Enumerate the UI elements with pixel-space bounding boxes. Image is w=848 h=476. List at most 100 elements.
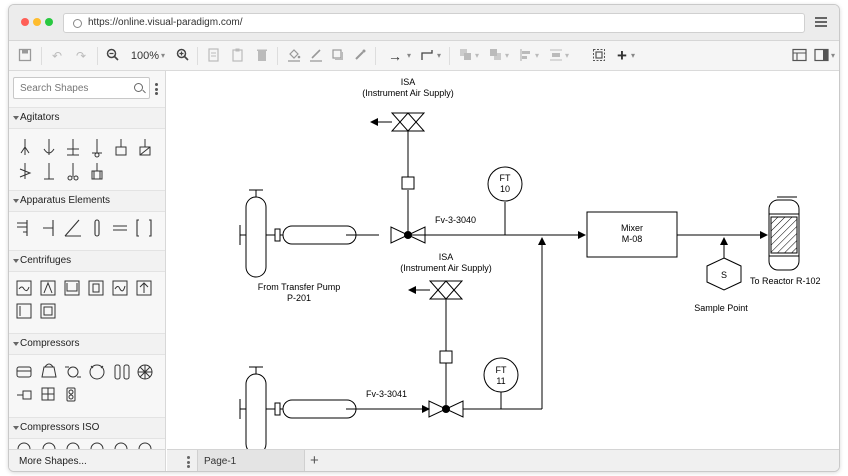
save-icon[interactable] (17, 48, 33, 64)
panel-toggle-icon[interactable] (813, 48, 829, 64)
apparatus-shape-2 (43, 220, 54, 236)
collapse-arrow-icon (13, 259, 19, 263)
insert-icon[interactable]: + (617, 46, 627, 65)
compressor-shape-4 (89, 364, 105, 380)
reload-icon[interactable] (73, 19, 82, 28)
agitator-shape-8 (44, 163, 54, 180)
toolbar: ↶ ↷ 100% ▾ (9, 41, 839, 71)
ft-top-tag: FT (500, 173, 511, 183)
close-window-button[interactable] (21, 18, 29, 26)
browser-bar: https://online.visual-paradigm.com/ (9, 5, 839, 41)
transfer-pump-vessel-1[interactable] (239, 189, 281, 278)
apparatus-shape-5 (113, 225, 127, 231)
isa-air-valve-mid[interactable] (408, 280, 464, 405)
to-back-dropdown-icon[interactable]: ▾ (504, 51, 509, 60)
section-header-apparatus-elements[interactable]: Apparatus Elements (9, 190, 165, 212)
waypoint-dropdown-icon[interactable]: ▾ (436, 51, 441, 60)
control-valve-fv-3-3040[interactable] (390, 131, 426, 244)
add-page-icon[interactable]: + (310, 452, 319, 469)
format-panel-icon[interactable] (791, 48, 807, 64)
section-label: Apparatus Elements (20, 195, 111, 206)
flow-transmitter-ft-10[interactable] (487, 166, 523, 235)
agitator-shape-1 (20, 139, 30, 155)
zoom-dropdown-icon[interactable]: ▾ (160, 51, 165, 60)
maximize-window-button[interactable] (45, 18, 53, 26)
distribute-icon[interactable] (549, 48, 563, 64)
diagram-canvas[interactable]: ISA (Instrument Air Supply) Fv-3-3040 FT… (167, 71, 839, 449)
connector-elbow-icon[interactable] (419, 48, 435, 64)
app-window: https://online.visual-paradigm.com/ ↶ ↷ … (8, 4, 840, 472)
search-shapes-input[interactable] (20, 81, 130, 95)
apparatus-shape-3 (64, 219, 81, 237)
search-shapes-box (13, 77, 150, 99)
isa-air-valve-top[interactable] (370, 112, 426, 132)
connector-straight-icon[interactable]: → (388, 48, 402, 64)
isa-top-subtitle: (Instrument Air Supply) (362, 88, 454, 98)
panel-dropdown-icon[interactable]: ▾ (830, 51, 835, 60)
mixer-m-08[interactable] (586, 211, 678, 258)
flow-transmitter-ft-11[interactable] (483, 357, 519, 409)
to-back-icon[interactable] (489, 48, 503, 64)
insert-dropdown-icon[interactable]: ▾ (630, 51, 635, 60)
reactor-label: To Reactor R-102 (750, 276, 821, 286)
distribute-dropdown-icon[interactable]: ▾ (564, 51, 569, 60)
control-valve-fv-3-3041[interactable] (428, 400, 464, 418)
minimize-window-button[interactable] (33, 18, 41, 26)
compressor-shape-2 (41, 363, 57, 378)
valve-bottom-label: Fv-3-3041 (366, 389, 407, 399)
horizontal-tank-1[interactable] (280, 225, 357, 245)
url-text: https://online.visual-paradigm.com/ (88, 17, 243, 28)
ft-top-number: 10 (500, 184, 510, 194)
section-header-compressors-iso[interactable]: Compressors ISO (9, 417, 165, 439)
sample-point[interactable] (706, 237, 742, 291)
section-header-agitators[interactable]: Agitators (9, 107, 165, 129)
centrifuge-shape-2 (40, 280, 56, 296)
group-icon[interactable] (591, 48, 607, 64)
connector-dropdown-icon[interactable]: ▾ (406, 51, 411, 60)
to-front-dropdown-icon[interactable]: ▾ (474, 51, 479, 60)
reactor-r-102[interactable] (768, 196, 800, 271)
align-dropdown-icon[interactable]: ▾ (534, 51, 539, 60)
undo-icon[interactable]: ↶ (51, 49, 63, 63)
compressor-shape-9 (66, 387, 76, 402)
search-icon[interactable] (134, 83, 143, 92)
centrifuge-shape-4 (88, 280, 104, 296)
browser-menu-icon[interactable] (815, 17, 827, 27)
zoom-level[interactable]: 100% (130, 50, 160, 62)
align-icon[interactable] (519, 48, 533, 64)
zoom-out-icon[interactable] (105, 48, 119, 64)
transfer-pump-vessel-2[interactable] (239, 366, 281, 449)
fill-color-icon[interactable] (287, 48, 301, 64)
agitator-shapes (9, 129, 165, 187)
page-menu-icon[interactable] (187, 456, 190, 468)
centrifuge-shape-1 (16, 280, 32, 296)
section-header-centrifuges[interactable]: Centrifuges (9, 250, 165, 272)
more-shapes-button[interactable]: More Shapes... (9, 449, 165, 471)
copy-icon[interactable] (207, 48, 221, 64)
compressor-shape-7 (17, 390, 32, 400)
format-painter-icon[interactable] (353, 48, 367, 64)
sample-symbol: S (721, 270, 727, 280)
compressor-shape-1 (16, 366, 32, 378)
section-header-compressors[interactable]: Compressors (9, 333, 165, 355)
address-bar[interactable]: https://online.visual-paradigm.com/ (63, 13, 805, 33)
zoom-in-icon[interactable] (175, 48, 189, 64)
apparatus-shape-4 (94, 219, 100, 237)
valve-top-label: Fv-3-3040 (435, 215, 476, 225)
delete-icon[interactable] (255, 48, 269, 64)
to-front-icon[interactable] (459, 48, 473, 64)
compressor-shape-6 (137, 364, 153, 380)
horizontal-tank-2[interactable] (280, 399, 357, 419)
agitator-shape-10 (91, 163, 103, 180)
centrifuge-shape-8 (40, 303, 56, 319)
redo-icon[interactable]: ↷ (75, 49, 87, 63)
compressor-shape-8 (41, 387, 55, 401)
pump-label-line1: From Transfer Pump (258, 282, 341, 292)
compressor-shape-3 (65, 366, 81, 378)
paste-icon[interactable] (231, 48, 245, 64)
mixer-id: M-08 (622, 234, 643, 244)
shadow-icon[interactable] (331, 48, 345, 64)
page-tab[interactable]: Page-1 (197, 450, 305, 471)
sidebar-menu-icon[interactable] (155, 83, 158, 95)
line-color-icon[interactable] (309, 48, 323, 64)
